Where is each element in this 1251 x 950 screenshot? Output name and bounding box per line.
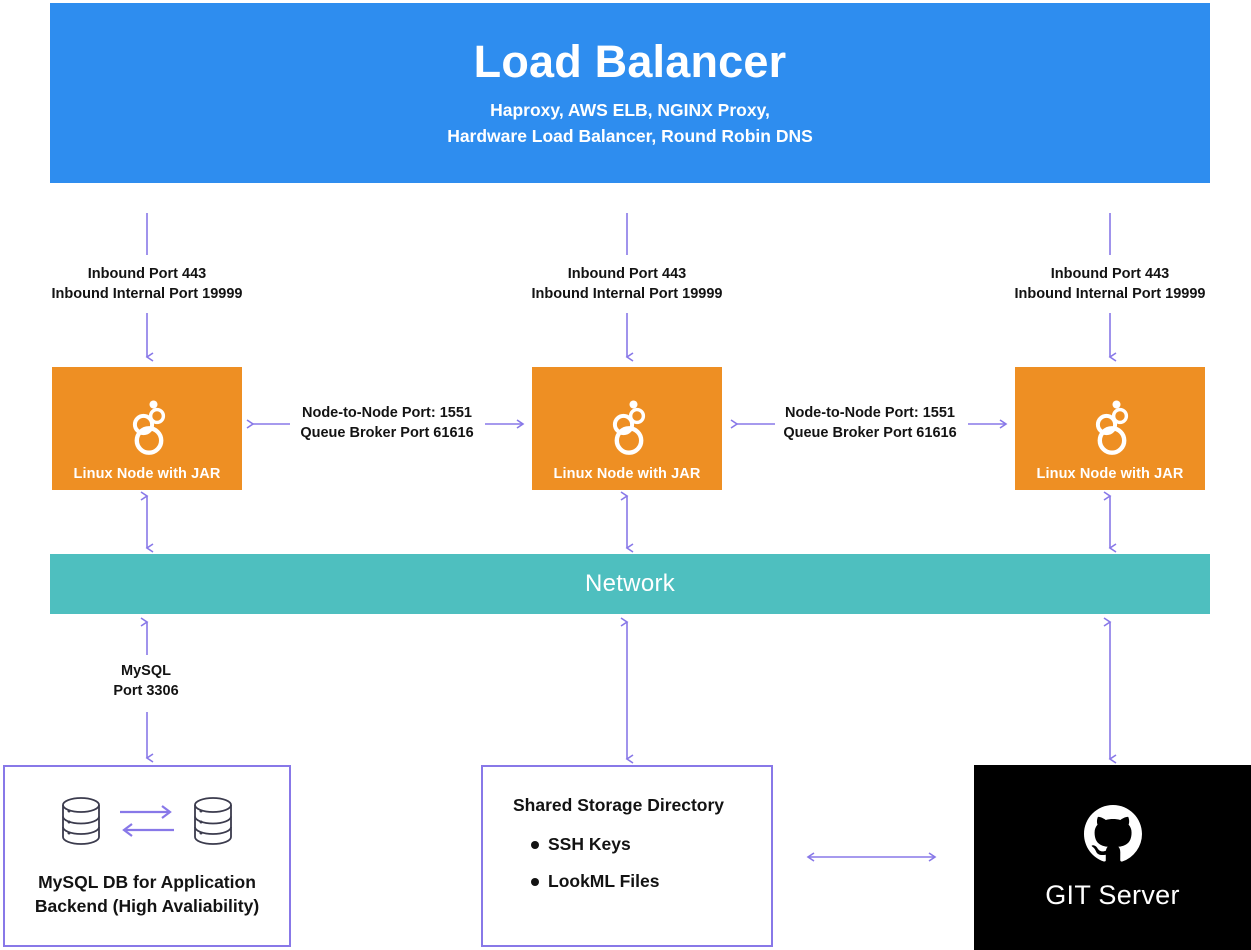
github-octocat-icon [1083,804,1142,868]
mysql-link-label: MySQL Port 3306 [46,662,246,701]
inbound-label-node3-line2: Inbound Internal Port 19999 [1014,285,1206,302]
inbound-label-node2-line2: Inbound Internal Port 19999 [531,285,723,302]
git-server-label: GIT Server [1045,879,1180,910]
bullet-icon [531,840,539,849]
network-label: Network [584,570,676,597]
database-cylinder-icon [190,794,236,853]
shared-storage-item-ssh-keys: SSH Keys [531,834,771,855]
linux-node-2-label: Linux Node with JAR [553,466,701,482]
linux-node-1[interactable]: Linux Node with JAR [52,367,242,490]
bullet-icon [531,877,539,886]
mysql-db-caption: MySQL DB for Application Backend (High A… [35,871,259,918]
load-balancer-subtitle: Haproxy, AWS ELB, NGINX Proxy, Hardware … [447,98,813,149]
shared-storage-box: Shared Storage Directory SSH Keys LookML… [481,765,773,947]
linux-node-2[interactable]: Linux Node with JAR [532,367,722,490]
mysql-db-caption-line1: MySQL DB for Application [38,871,256,892]
node-link-label-2: Node-to-Node Port: 1551 Queue Broker Por… [745,404,995,443]
load-balancer-box: Load Balancer Haproxy, AWS ELB, NGINX Pr… [50,3,1210,183]
db-sync-arrows-icon [116,799,178,848]
looker-logo-icon [1087,397,1133,460]
shared-storage-item-lookml-files-label: LookML Files [548,871,660,891]
mysql-db-caption-line2: Backend (High Avaliability) [34,895,260,916]
node-link-label-2-line2: Queue Broker Port 61616 [783,424,957,441]
db-replication-graphic [58,794,236,853]
mysql-db-box: MySQL DB for Application Backend (High A… [3,765,291,947]
node-link-label-1-line1: Node-to-Node Port: 1551 [302,405,472,421]
mysql-link-label-line2: Port 3306 [113,682,179,699]
inbound-label-node2-line1: Inbound Port 443 [567,266,687,282]
mysql-link-label-line1: MySQL [121,663,171,679]
load-balancer-subtitle-line2: Hardware Load Balancer, Round Robin DNS [447,125,813,146]
load-balancer-subtitle-line1: Haproxy, AWS ELB, NGINX Proxy, [490,100,770,121]
inbound-label-node1-line1: Inbound Port 443 [87,266,207,282]
inbound-label-node2: Inbound Port 443 Inbound Internal Port 1… [487,265,767,304]
inbound-label-node1: Inbound Port 443 Inbound Internal Port 1… [7,265,287,304]
looker-logo-icon [124,397,170,460]
node-link-label-1-line2: Queue Broker Port 61616 [300,424,474,441]
shared-storage-item-lookml-files: LookML Files [531,871,771,892]
linux-node-3[interactable]: Linux Node with JAR [1015,367,1205,490]
network-bar: Network [50,554,1210,614]
database-cylinder-icon [58,794,104,853]
inbound-label-node1-line2: Inbound Internal Port 19999 [51,285,243,302]
git-server-box[interactable]: GIT Server [974,765,1251,950]
inbound-label-node3: Inbound Port 443 Inbound Internal Port 1… [970,265,1250,304]
shared-storage-title: Shared Storage Directory [513,795,725,815]
inbound-label-node3-line1: Inbound Port 443 [1050,266,1170,282]
shared-storage-item-ssh-keys-label: SSH Keys [548,834,631,854]
looker-logo-icon [604,397,650,460]
linux-node-1-label: Linux Node with JAR [73,466,221,482]
node-link-label-1: Node-to-Node Port: 1551 Queue Broker Por… [262,404,512,443]
linux-node-3-label: Linux Node with JAR [1036,466,1184,482]
node-link-label-2-line1: Node-to-Node Port: 1551 [785,405,955,421]
load-balancer-title: Load Balancer [473,35,787,87]
